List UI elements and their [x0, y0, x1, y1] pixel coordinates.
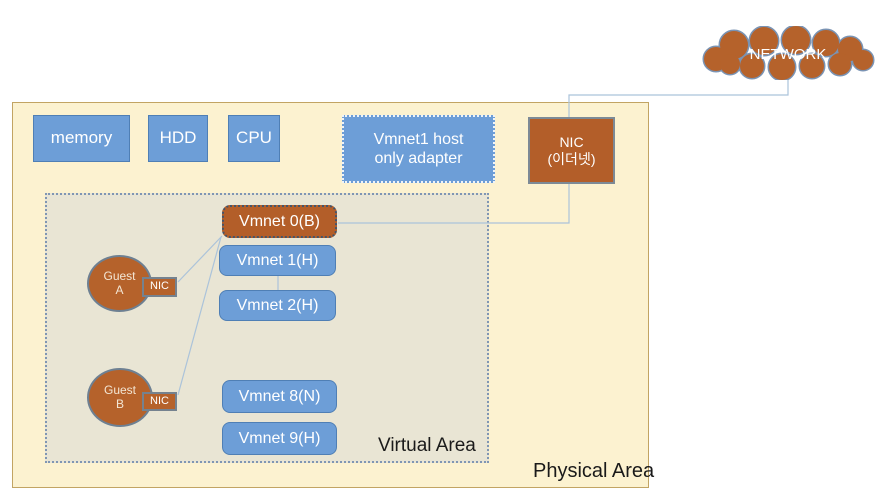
- memory-label: memory: [50, 128, 113, 148]
- vmnet8-label: Vmnet 8(N): [238, 387, 321, 405]
- vmnet1-adapter-label-line2: only adapter: [374, 150, 463, 167]
- nic-ethernet-label-line1: NIC: [559, 133, 584, 150]
- nic-ethernet-box: NIC (이더넷): [528, 117, 615, 184]
- vmnet1-box: Vmnet 1(H): [219, 245, 336, 276]
- vmnet0-label: Vmnet 0(B): [239, 212, 320, 230]
- guest-b-label-line2: B: [115, 396, 124, 411]
- physical-area-label: Physical Area: [533, 460, 655, 482]
- network-cloud-label: NETWORK: [750, 46, 827, 63]
- guest-a-circle: Guest A: [87, 255, 152, 312]
- guest-a-label-line2: A: [115, 282, 124, 297]
- hdd-box: HDD: [148, 115, 208, 162]
- vmnet1-label: Vmnet 1(H): [236, 251, 319, 269]
- vmnet2-label: Vmnet 2(H): [236, 296, 319, 314]
- vmnet9-label: Vmnet 9(H): [238, 429, 321, 447]
- guest-b-nic-box: NIC: [142, 392, 177, 411]
- vmnet2-box: Vmnet 2(H): [219, 290, 336, 321]
- vmnet1-host-only-adapter-box: Vmnet1 host only adapter: [342, 115, 495, 183]
- virtual-area-label: Virtual Area: [378, 435, 476, 456]
- guest-a-nic-box: NIC: [142, 277, 177, 297]
- guest-a-label-line1: Guest: [103, 268, 136, 283]
- guest-a-nic-label: NIC: [150, 280, 169, 293]
- nic-ethernet-label-line2: (이더넷): [547, 150, 596, 167]
- vmnet9-box: Vmnet 9(H): [222, 422, 337, 455]
- cpu-box: CPU: [228, 115, 280, 162]
- vmnet0-box: Vmnet 0(B): [222, 205, 337, 238]
- guest-b-nic-label: NIC: [150, 394, 169, 407]
- guest-b-label-line1: Guest: [103, 382, 136, 397]
- vmnet1-adapter-label-line1: Vmnet1 host: [373, 130, 464, 148]
- vmnet8-box: Vmnet 8(N): [222, 380, 337, 413]
- cpu-label: CPU: [236, 128, 272, 148]
- network-cloud: NETWORK: [702, 26, 875, 80]
- hdd-label: HDD: [159, 128, 197, 148]
- memory-box: memory: [33, 115, 130, 162]
